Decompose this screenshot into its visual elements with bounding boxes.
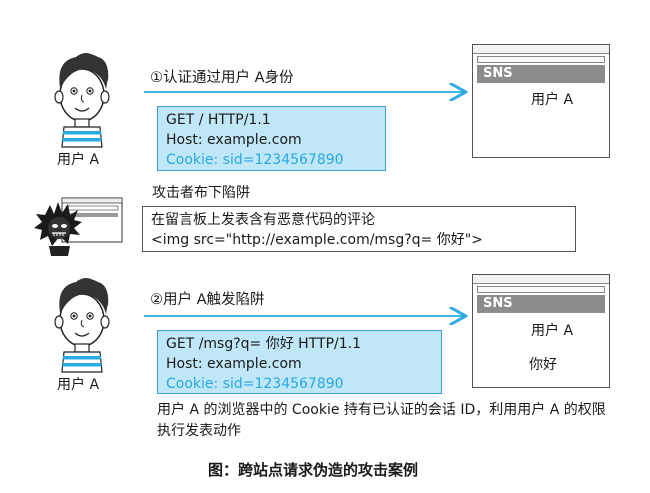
request-2-line-2: Host: example.com <box>166 356 302 372</box>
browser-2-addressbar <box>477 286 605 293</box>
browser-2-message: 你好 <box>529 357 557 373</box>
sns-browser-1: SNS 用户 A <box>472 44 610 158</box>
sns-browser-2: SNS 用户 A 你好 <box>472 274 610 388</box>
browser-2-username: 用户 A <box>531 323 574 339</box>
step-1-label: ①认证通过用户 A身份 <box>150 70 294 86</box>
http-request-1: GET / HTTP/1.1 Host: example.com Cookie:… <box>157 106 386 171</box>
browser-1-username: 用户 A <box>531 92 574 108</box>
user-a-avatar-2 <box>54 277 110 373</box>
attacker-icon <box>34 197 123 256</box>
request-1-cookie: Cookie: sid=1234567890 <box>166 152 344 168</box>
explanation-note: 用户 A 的浏览器中的 Cookie 持有已认证的会话 ID，利用用户 A 的权… <box>157 402 606 439</box>
request-2-line-1: GET /msg?q= 你好 HTTP/1.1 <box>166 336 361 352</box>
request-1-line-2: Host: example.com <box>166 132 302 148</box>
user-a-label-2: 用户 A <box>57 377 100 393</box>
user-a-avatar <box>54 52 110 148</box>
request-1-line-1: GET / HTTP/1.1 <box>166 112 271 128</box>
request-2-cookie: Cookie: sid=1234567890 <box>166 376 344 392</box>
attacker-title: 攻击者布下陷阱 <box>152 185 250 201</box>
figure-caption: 图：跨站点请求伪造的攻击案例 <box>208 461 419 479</box>
browser-1-addressbar <box>477 56 605 63</box>
malicious-comment-line-1: 在留言板上发表含有恶意代码的评论 <box>151 212 375 228</box>
browser-1-titlebar <box>473 45 609 54</box>
user-a-label: 用户 A <box>57 152 100 168</box>
step-2-label: ②用户 A触发陷阱 <box>150 292 265 308</box>
browser-2-titlebar <box>473 275 609 284</box>
http-request-2: GET /msg?q= 你好 HTTP/1.1 Host: example.co… <box>157 330 442 394</box>
browser-2-site-bar: SNS <box>477 295 605 313</box>
browser-1-site-bar: SNS <box>477 65 605 83</box>
malicious-comment-box: 在留言板上发表含有恶意代码的评论 <img src="http://exampl… <box>142 206 576 252</box>
malicious-comment-line-2: <img src="http://example.com/msg?q= 你好"> <box>151 232 483 248</box>
